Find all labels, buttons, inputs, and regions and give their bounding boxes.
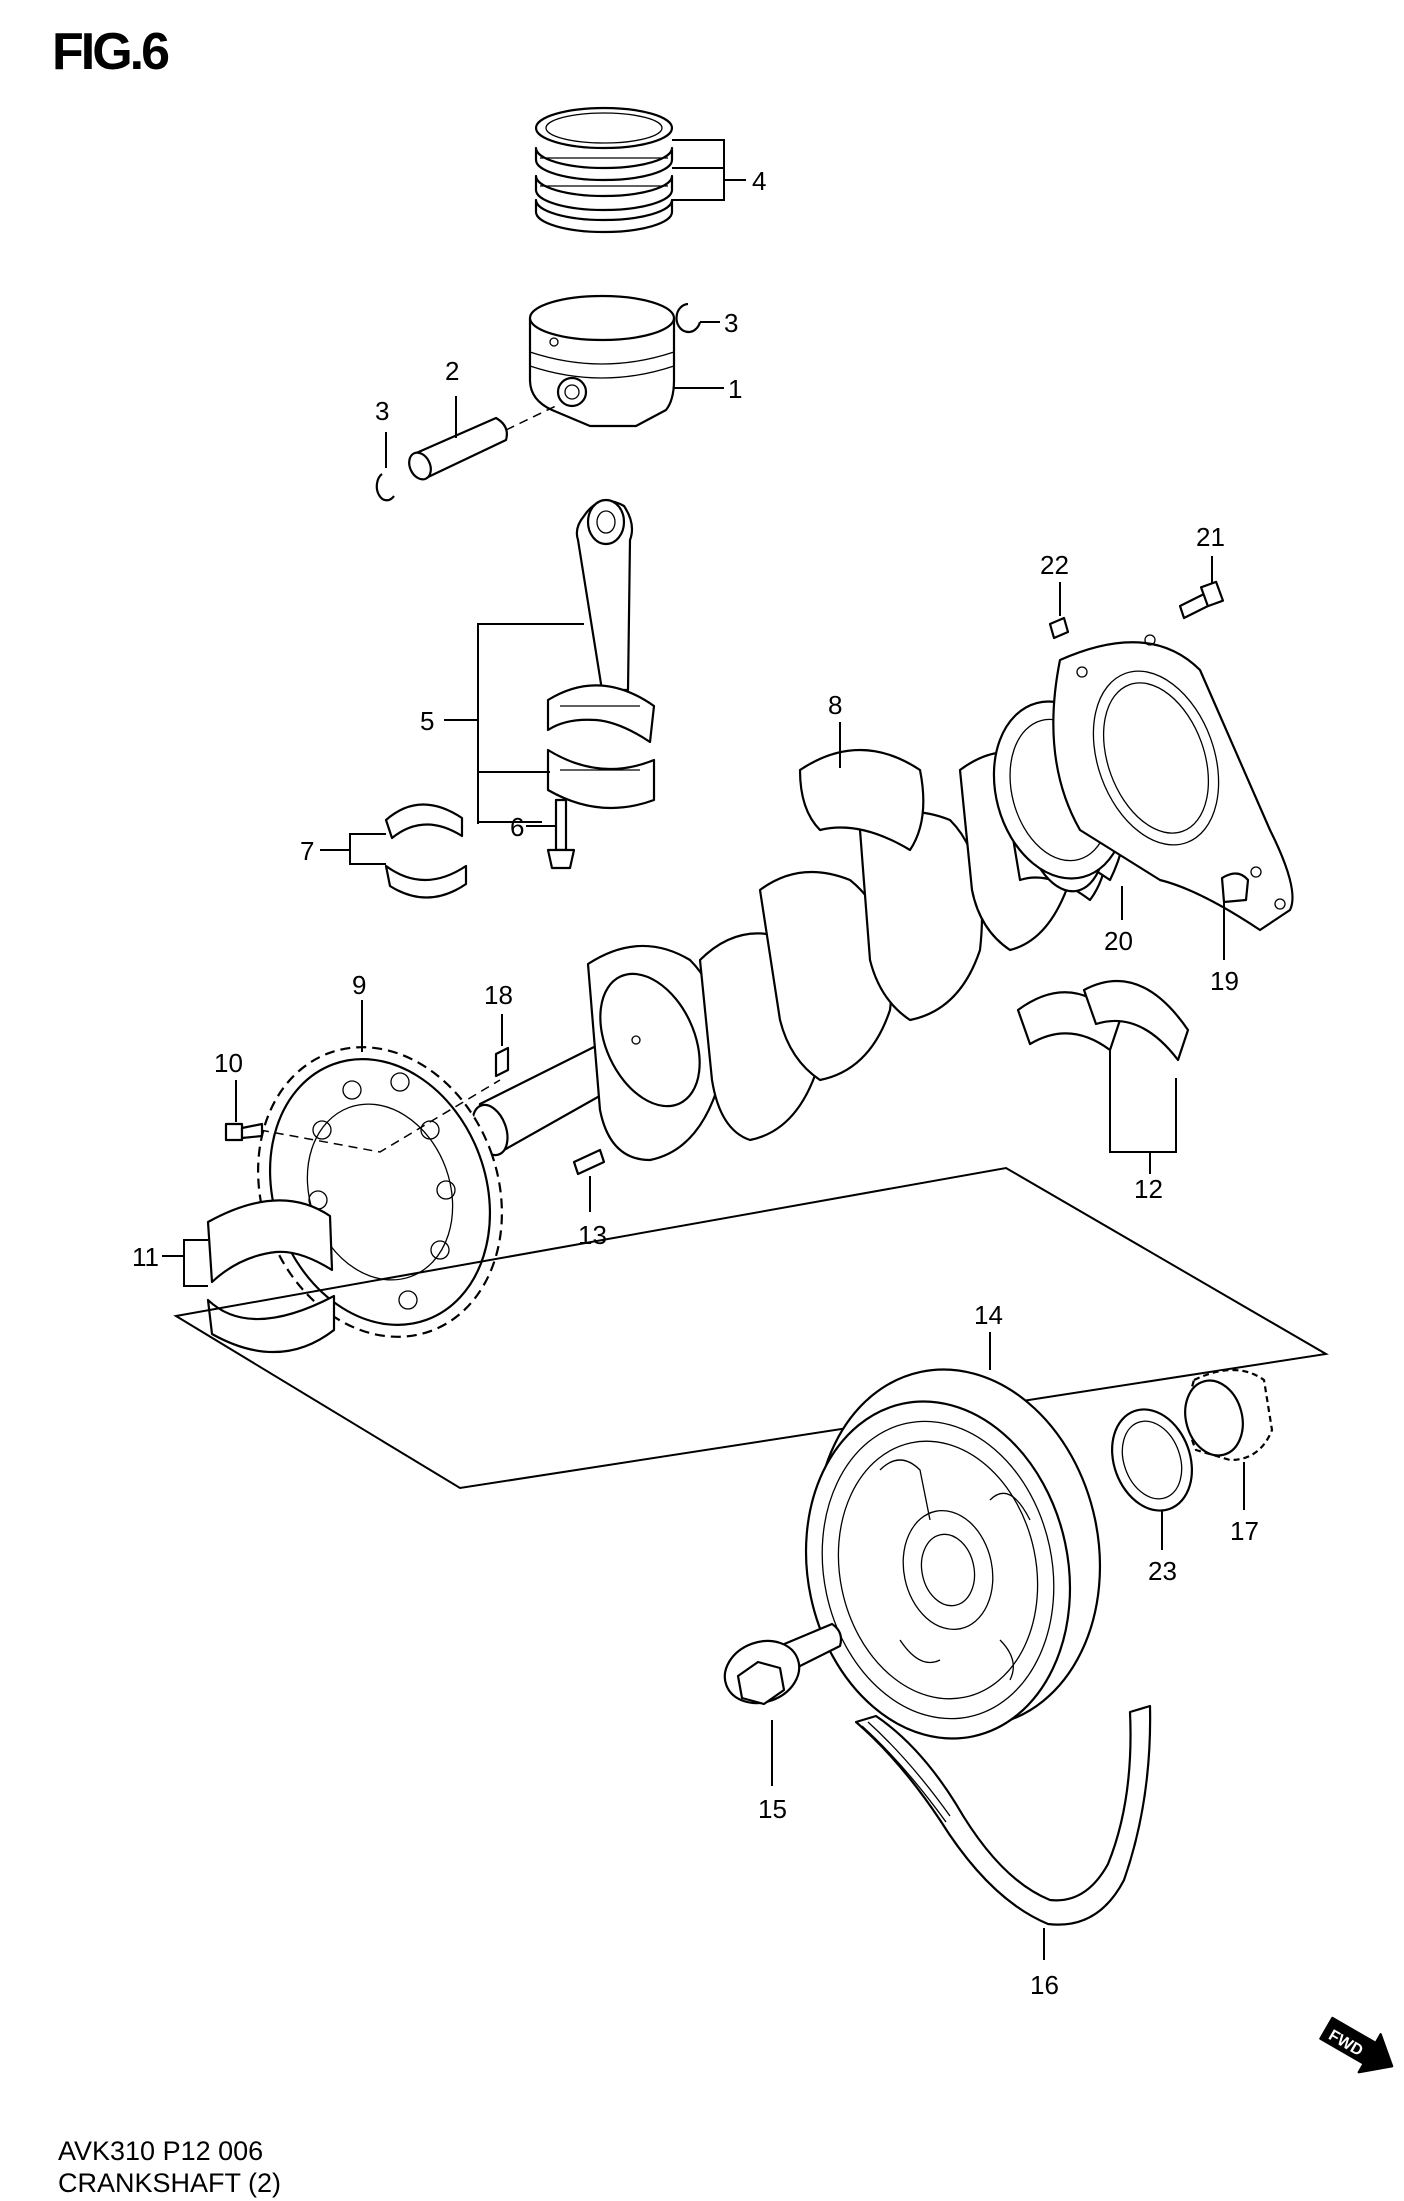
seal-ring-part-23[interactable]: [1099, 1398, 1206, 1522]
circlip-part-3-upper[interactable]: [675, 302, 702, 334]
figure-name: CRANKSHAFT (2): [58, 2168, 282, 2198]
callout-14: 14: [974, 1300, 1003, 1330]
bolt-part-21[interactable]: [1178, 580, 1225, 620]
connecting-rod-part-5[interactable]: [546, 498, 656, 810]
callout-20: 20: [1104, 926, 1133, 956]
rod-bearings-part-7[interactable]: [384, 803, 468, 899]
callout-19: 19: [1210, 966, 1239, 996]
callout-4: 4: [752, 166, 766, 196]
bolt-part-10[interactable]: [224, 1122, 264, 1142]
callout-22: 22: [1040, 550, 1069, 580]
callout-8: 8: [828, 690, 842, 720]
main-bearings-part-11[interactable]: [206, 1199, 336, 1354]
crank-pulley-part-14[interactable]: [775, 1343, 1132, 1763]
callout-11: 11: [132, 1242, 159, 1272]
assembly-boundary-frame: [173, 1166, 1329, 1490]
timing-sprocket-part-17[interactable]: [1177, 1369, 1274, 1462]
callout-1: 1: [728, 374, 742, 404]
piston-pin-part-2[interactable]: [405, 416, 508, 483]
callout-5: 5: [420, 706, 434, 736]
circlip-part-3-lower[interactable]: [375, 473, 395, 502]
figure-title: FIG.6: [52, 23, 170, 81]
callout-10: 10: [214, 1048, 243, 1078]
piston-part-1[interactable]: [528, 294, 676, 428]
fwd-arrow-icon: FWD: [1319, 2016, 1394, 2074]
dowel-pin-part-22[interactable]: [1048, 616, 1070, 640]
callout-9: 9: [352, 970, 366, 1000]
callout-15: 15: [758, 1794, 787, 1824]
pulley-bolt-part-15[interactable]: [716, 1622, 843, 1713]
v-ribbed-belt-part-16[interactable]: [854, 1704, 1152, 1926]
oil-seal-housing-part-19[interactable]: [1052, 634, 1294, 932]
piston-rings-part-4[interactable]: [534, 106, 674, 234]
callout-7: 7: [300, 836, 314, 866]
main-bearings-part-12[interactable]: [1016, 980, 1190, 1062]
callout-21: 21: [1196, 522, 1225, 552]
callout-3-lower: 3: [375, 396, 389, 426]
rod-bolt-part-6[interactable]: [546, 798, 576, 870]
key-part-18[interactable]: [494, 1046, 510, 1078]
figure-code: AVK310 P12 006: [58, 2136, 264, 2166]
callout-12: 12: [1134, 1174, 1163, 1204]
callout-3-upper: 3: [724, 308, 738, 338]
callout-13: 13: [578, 1220, 607, 1250]
callout-2: 2: [445, 356, 459, 386]
callout-23: 23: [1148, 1556, 1177, 1586]
dowel-pin-part-13[interactable]: [572, 1148, 606, 1176]
callout-17: 17: [1230, 1516, 1259, 1546]
callout-6: 6: [510, 812, 524, 842]
callout-16: 16: [1030, 1970, 1059, 2000]
callout-18: 18: [484, 980, 513, 1010]
